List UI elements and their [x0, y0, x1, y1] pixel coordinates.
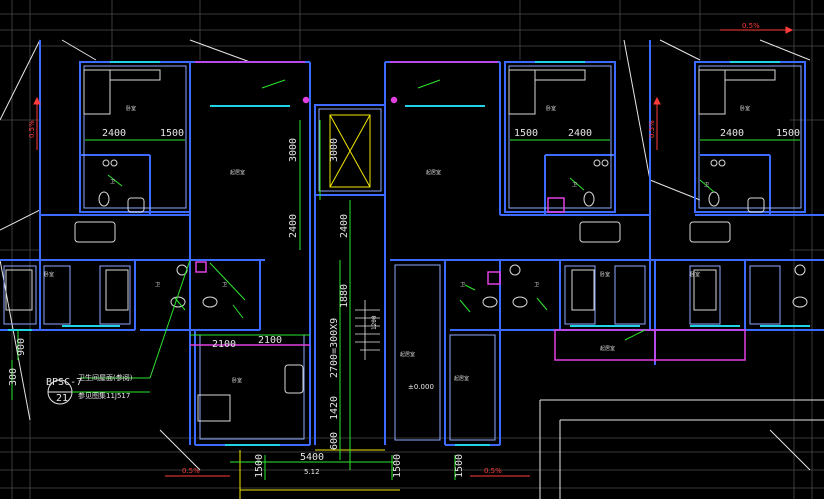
magenta-elements — [190, 61, 746, 362]
dim-5400: 5400 — [300, 452, 324, 463]
callout-line2: 参见图集11J517 — [78, 391, 130, 400]
dim-1500-left: 1500 — [160, 128, 184, 139]
dim-2400-v: 2400 — [288, 214, 299, 238]
stair-steps — [355, 300, 380, 360]
inner-walls — [3, 65, 802, 441]
dim-2700: 2700=300X9 — [329, 318, 340, 378]
furniture — [5, 69, 808, 422]
room-label-living-5: 起居室 — [454, 375, 469, 382]
room-label-living-4: 起居室 — [400, 351, 415, 358]
room-label-toilet-2: 卫 — [572, 182, 577, 188]
dim-1500-bottom-c: 1500 — [454, 454, 465, 478]
slope-bottom-left: 0.5% — [182, 467, 200, 475]
dimension-lines — [11, 79, 800, 480]
room-label-toilet-4: 卫 — [155, 282, 160, 288]
dim-3000-a: 3000 — [288, 138, 299, 162]
room-label-bedroom-6: 卧室 — [690, 271, 700, 278]
dim-1500-right-b: 1500 — [776, 128, 800, 139]
stair — [239, 114, 400, 499]
slope-left: 0.5% — [28, 120, 36, 138]
dim-1500-right-a: 1500 — [514, 128, 538, 139]
room-label-living-1: 起居室 — [230, 169, 245, 176]
room-label-bedroom-5: 卧室 — [600, 271, 610, 278]
dimension-text: 2400 1500 1500 2400 2400 1500 3000 3000 … — [8, 128, 800, 478]
dim-300: 300 — [8, 368, 19, 386]
slope-right: 0.5% — [648, 120, 656, 138]
room-label-bedroom-4: 卧室 — [44, 271, 54, 278]
room-label-bedroom-3: 卧室 — [740, 105, 750, 112]
dim-512: 5.12 — [304, 468, 320, 476]
room-label-toilet-3: 卫 — [704, 182, 709, 188]
slope-arrows — [33, 26, 794, 477]
room-label-living-2: 起居室 — [426, 169, 441, 176]
dim-1420: 1420 — [329, 396, 340, 420]
dim-1500-bottom-a: 1500 — [254, 454, 265, 478]
detail-callout: BPSC-7 21 卫生间屋面(参阅) 参见图集11J517 — [46, 373, 150, 405]
room-label-bedroom-1: 卧室 — [126, 105, 136, 112]
room-labels: 卧室 卧室 卧室 起居室 起居室 卧室 卧室 卧室 卧室 起居室 起居室 起居室… — [44, 105, 750, 384]
dim-2400-right-b: 2400 — [720, 128, 744, 139]
dim-900: 900 — [16, 338, 27, 356]
dim-1500-bottom-b: 1500 — [392, 454, 403, 478]
dim-600: 600 — [329, 432, 340, 450]
callout-code: BPSC-7 — [46, 377, 82, 388]
room-label-toilet-5: 卫 — [222, 282, 227, 288]
room-label-toilet-6: 卫 — [460, 282, 465, 288]
room-label-toilet-7: 卫 — [534, 282, 539, 288]
room-label-bedroom-2: 卧室 — [546, 105, 556, 112]
room-label-toilet-1: 卫 — [110, 179, 115, 185]
callout-line1: 卫生间屋面(参阅) — [78, 373, 133, 382]
dim-1880: 1880 — [339, 284, 350, 308]
dim-3000-b: 3000 — [329, 138, 340, 162]
floor-level: ±0.000 — [408, 383, 434, 391]
windows — [8, 61, 810, 446]
dim-2100-a: 2100 — [212, 339, 236, 350]
dim-2400-left: 2400 — [102, 128, 126, 139]
slope-bottom-right: 0.5% — [484, 467, 502, 475]
dim-2400-right-a: 2400 — [568, 128, 592, 139]
dim-1200: 1200 — [371, 315, 378, 330]
callout-number: 21 — [56, 393, 68, 404]
slope-top-right: 0.5% — [742, 22, 760, 30]
slope-labels: 0.5% 0.5% 0.5% 0.5% 0.5% — [28, 22, 760, 475]
room-label-bedroom-7: 卧室 — [232, 377, 242, 384]
room-label-living-3: 起居室 — [600, 345, 615, 352]
dim-2400-v2: 2400 — [339, 214, 350, 238]
dim-2100-b: 2100 — [258, 335, 282, 346]
